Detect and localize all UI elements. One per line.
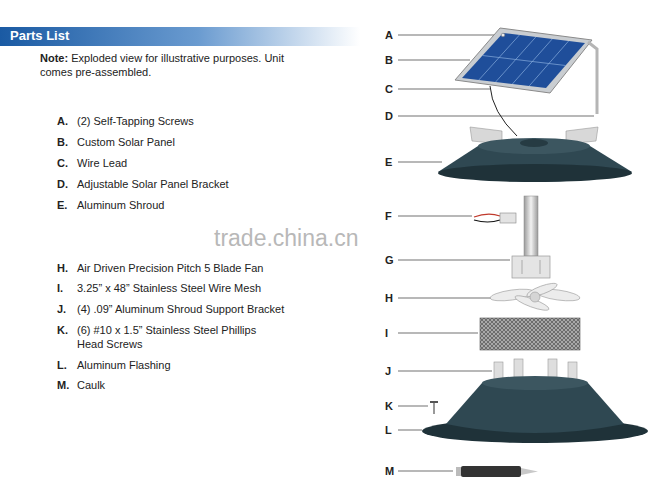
wire-lead [490,86,517,136]
header-title: Parts List [10,28,69,44]
list-letter: H. [57,261,68,275]
note: Note: Exploded view for illustrative pur… [40,51,285,79]
callout-letter: D [385,109,393,123]
flashing [422,376,648,443]
part-name: Aluminum Shroud [77,198,164,212]
part-name: (6) #10 x 1.5” Stainless Steel Phillips … [77,323,282,351]
note-text: Exploded view for illustrative purposes.… [40,52,284,78]
list-letter: K. [57,323,68,337]
header-band [0,27,360,46]
panel-bracket [588,42,597,114]
part-name: Custom Solar Panel [77,135,175,149]
part-name: Air Driven Precision Pitch 5 Blade Fan [77,261,263,275]
caulk-tube [456,466,538,477]
part-name: Caulk [77,378,105,392]
list-letter: D. [57,177,68,191]
list-letter: C. [57,156,68,170]
part-name: (4) .09” Aluminum Shroud Support Bracket [77,302,284,316]
part-name: Aluminum Flashing [77,358,171,372]
screw [430,402,438,414]
part-name: Adjustable Solar Panel Bracket [77,177,229,191]
fan-hub [512,256,550,278]
callout-letter: L [385,423,392,437]
callout-letter: K [385,399,393,413]
callout-letter: H [385,291,393,305]
callout-letter: B [385,53,393,67]
part-name: 3.25” x 48” Stainless Steel Wire Mesh [77,281,261,295]
wire-mesh [480,318,580,350]
list-letter: E. [57,198,67,212]
callout-letter: C [385,82,393,96]
list-letter: J. [57,302,66,316]
watermark: trade.china.cn [214,224,358,252]
callout-letter: G [385,253,394,267]
callout-letter: A [385,28,393,42]
list-letter: M. [57,378,69,392]
callout-letter: M [385,464,394,478]
list-letter: A. [57,114,68,128]
callout-letter: J [385,364,391,378]
note-label: Note: [40,52,68,64]
solar-panel [455,28,592,93]
fan-blades [490,281,581,313]
list-letter: B. [57,135,68,149]
callout-letter: F [385,209,392,223]
part-name: Wire Lead [77,156,127,170]
list-letter: L. [57,358,67,372]
part-name: (2) Self-Tapping Screws [77,114,194,128]
wire-connector [474,196,538,256]
shroud [438,127,632,182]
list-letter: I. [57,281,63,295]
callout-letter: I [385,326,388,340]
callout-letter: E [385,155,392,169]
